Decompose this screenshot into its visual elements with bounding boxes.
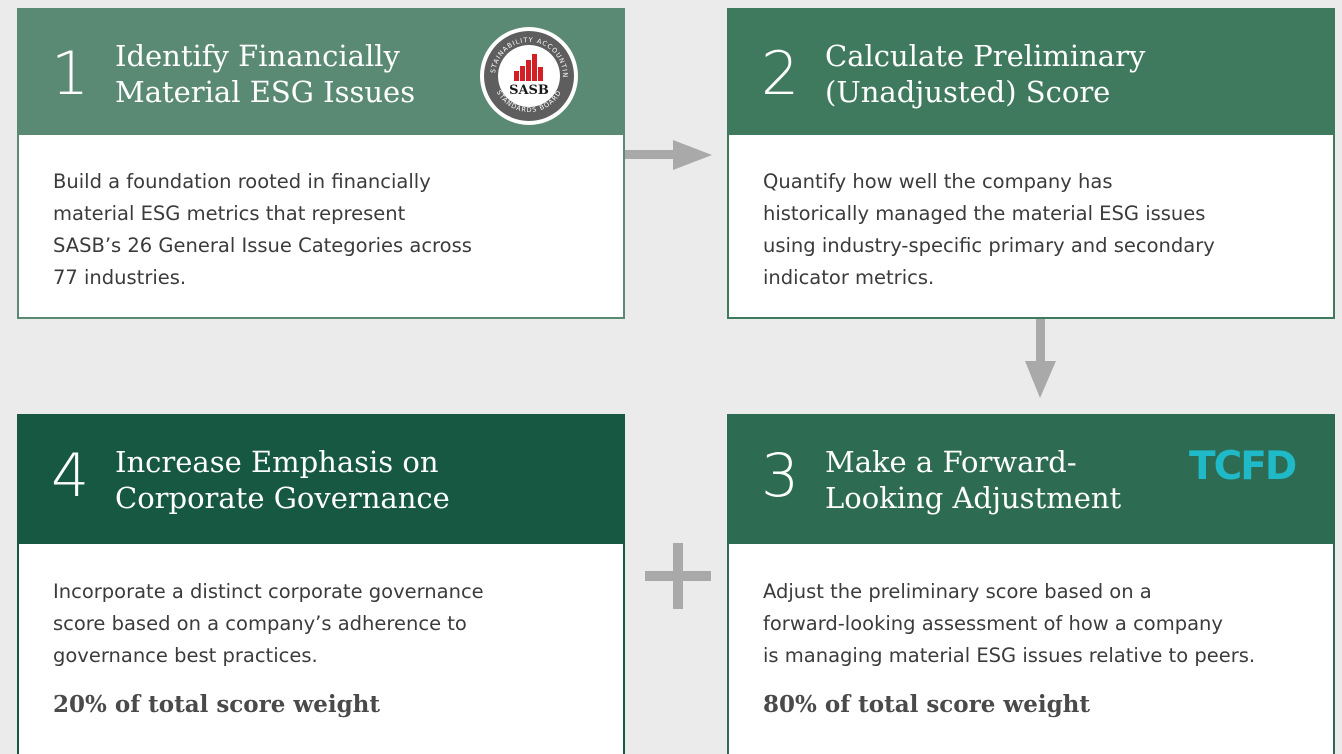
step-2-title-line1: Calculate Preliminary (825, 39, 1146, 73)
step-2-number: 2 (761, 39, 800, 109)
step-4-description: Incorporate a distinct corporate governa… (53, 576, 484, 672)
step-3-desc-line: is managing material ESG issues relative… (763, 644, 1256, 667)
right-arrow-connector (625, 140, 712, 170)
step-3-weight: 80% of total score weight (763, 691, 1090, 718)
step-2-desc-line: indicator metrics. (763, 266, 935, 289)
step-3-number: 3 (761, 441, 800, 511)
step-1-number: 1 (51, 39, 90, 109)
step-1-description: Build a foundation rooted in financially… (53, 166, 472, 294)
step-1-card: 1 Identify Financially Material ESG Issu… (17, 8, 625, 319)
step-2-title-line2: (Unadjusted) Score (825, 75, 1111, 109)
step-4-desc-line: Incorporate a distinct corporate governa… (53, 580, 484, 603)
step-1-title-line2: Material ESG Issues (115, 75, 416, 109)
step-2-desc-line: using industry-specific primary and seco… (763, 234, 1215, 257)
step-4-title-line1: Increase Emphasis on (115, 445, 439, 479)
step-4-header: 4 Increase Emphasis on Corporate Governa… (19, 416, 623, 544)
step-3-title-line2: Looking Adjustment (825, 481, 1122, 515)
step-4-number: 4 (51, 441, 90, 511)
step-1-header: 1 Identify Financially Material ESG Issu… (19, 10, 623, 135)
step-1-desc-line: SASB’s 26 General Issue Categories acros… (53, 234, 472, 257)
step-2-card: 2 Calculate Preliminary (Unadjusted) Sco… (727, 8, 1335, 319)
step-3-desc-line: forward-looking assessment of how a comp… (763, 612, 1223, 635)
step-3-description: Adjust the preliminary score based on a … (763, 576, 1255, 672)
step-1-desc-line: Build a foundation rooted in financially (53, 170, 431, 193)
step-2-header: 2 Calculate Preliminary (Unadjusted) Sco… (729, 10, 1333, 135)
plus-connector (645, 543, 711, 609)
step-4-card: 4 Increase Emphasis on Corporate Governa… (17, 414, 625, 754)
sasb-logo: SUSTAINABILITY ACCOUNTING STANDARDS BOAR… (479, 26, 578, 125)
step-1-title-line1: Identify Financially (115, 39, 400, 73)
step-2-description: Quantify how well the company has histor… (763, 166, 1215, 294)
step-1-desc-line: 77 industries. (53, 266, 187, 289)
step-2-desc-line: historically managed the material ESG is… (763, 202, 1206, 225)
step-3-header: 3 Make a Forward- Looking Adjustment TCF… (729, 416, 1333, 544)
step-2-desc-line: Quantify how well the company has (763, 170, 1113, 193)
step-4-title-line2: Corporate Governance (115, 481, 450, 515)
step-3-desc-line: Adjust the preliminary score based on a (763, 580, 1152, 603)
step-1-desc-line: material ESG metrics that represent (53, 202, 406, 225)
step-3-card: 3 Make a Forward- Looking Adjustment TCF… (727, 414, 1335, 754)
step-4-weight: 20% of total score weight (53, 691, 380, 718)
sasb-logo-text: SASB (509, 83, 549, 98)
step-4-desc-line: governance best practices. (53, 644, 318, 667)
step-4-desc-line: score based on a company’s adherence to (53, 612, 467, 635)
step-3-title-line1: Make a Forward- (825, 445, 1077, 479)
tcfd-logo: TCFD (1189, 444, 1297, 489)
down-arrow-connector (1025, 319, 1056, 398)
